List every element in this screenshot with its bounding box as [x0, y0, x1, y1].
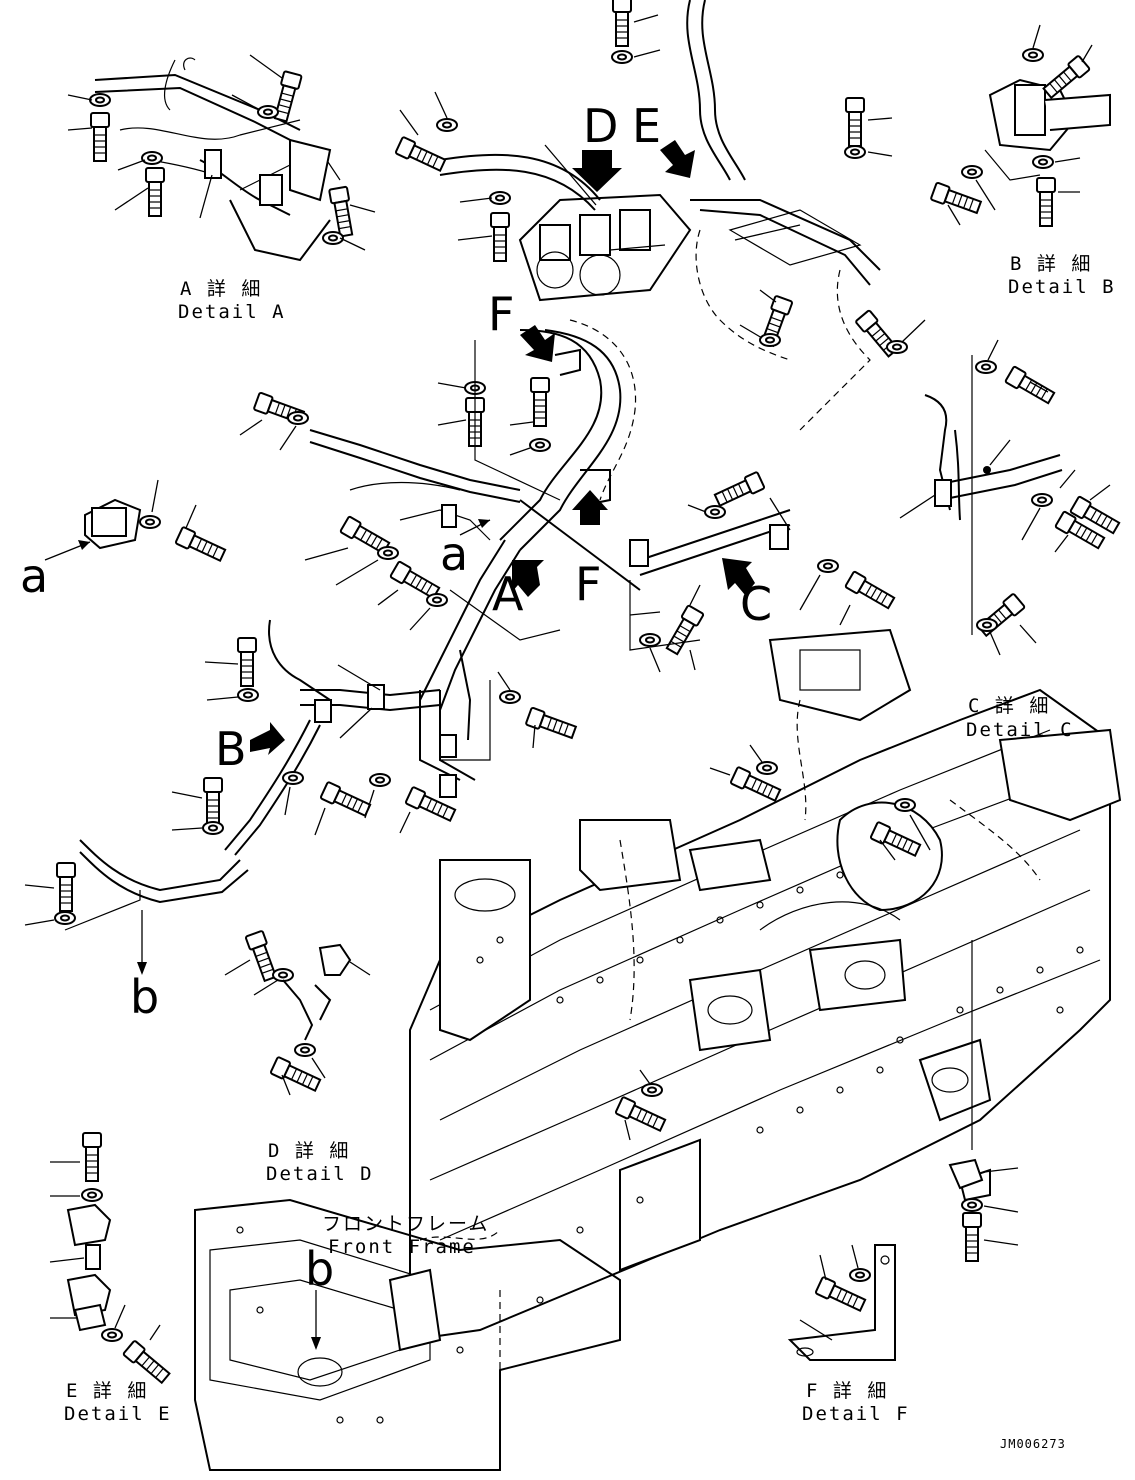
letter-f-lower: F	[575, 557, 601, 611]
detail-b-assembly	[929, 24, 1111, 227]
letter-f-upper: F	[488, 287, 514, 341]
front-frame	[194, 1198, 621, 1471]
front-frame-label-jp: フロントフレーム	[322, 1213, 489, 1235]
detail-a-label-en: Detail A	[178, 301, 286, 323]
detail-d-label-en: Detail D	[266, 1163, 374, 1185]
letter-c: C	[740, 577, 772, 631]
detail-e-assembly	[49, 1132, 173, 1387]
view-arrows	[44, 140, 755, 1350]
detail-c-assembly	[899, 339, 1122, 656]
arrow-c	[722, 558, 755, 595]
middle-harness	[239, 340, 897, 711]
detail-b-label-jp: B 詳 細	[1010, 253, 1092, 275]
arrow-e	[660, 140, 695, 178]
detail-b-label-en: Detail B	[1008, 276, 1116, 298]
arrow-f-lower	[572, 490, 608, 525]
component-a	[84, 479, 228, 565]
detail-a-label-jp: A 詳 細	[180, 278, 262, 300]
view-letters: D E F F A C B a a b b	[20, 99, 772, 1296]
detail-labels: A 詳 細 Detail A B 詳 細 Detail B C 詳 細 Deta…	[64, 253, 1116, 1451]
letter-b: B	[215, 722, 247, 776]
detail-c-label-en: Detail C	[966, 719, 1074, 741]
arrow-f-upper	[520, 325, 555, 362]
letter-e: E	[632, 99, 661, 153]
detail-e-label-en: Detail E	[64, 1403, 172, 1425]
front-frame-label-en: Front Frame	[328, 1236, 476, 1258]
letter-b-frame: b	[305, 1242, 334, 1296]
detail-f-label-jp: F 詳 細	[806, 1380, 888, 1402]
letter-b-left: b	[130, 970, 159, 1024]
arrow-b	[250, 722, 285, 755]
arrow-d	[572, 150, 622, 192]
lower-left-harness	[24, 619, 578, 931]
frame-bolt-holes	[476, 871, 1084, 1234]
letter-d: D	[583, 99, 618, 153]
letter-a-small-center: a	[440, 527, 468, 581]
detail-d-label-jp: D 詳 細	[268, 1140, 350, 1162]
center-valve-assembly	[394, 0, 926, 551]
letter-a-small-left: a	[20, 549, 48, 603]
arrow-a	[512, 560, 544, 597]
detail-e-label-jp: E 詳 細	[66, 1380, 148, 1402]
detail-a-assembly	[67, 54, 376, 262]
machine-frame	[409, 628, 1122, 1342]
detail-c-label-jp: C 詳 細	[968, 695, 1050, 717]
detail-d-assembly	[224, 929, 371, 1096]
drawing-code: JM006273	[1000, 1437, 1066, 1451]
detail-f-assembly	[787, 1244, 896, 1361]
letter-a: A	[492, 567, 524, 621]
detail-f-label-en: Detail F	[802, 1403, 910, 1425]
